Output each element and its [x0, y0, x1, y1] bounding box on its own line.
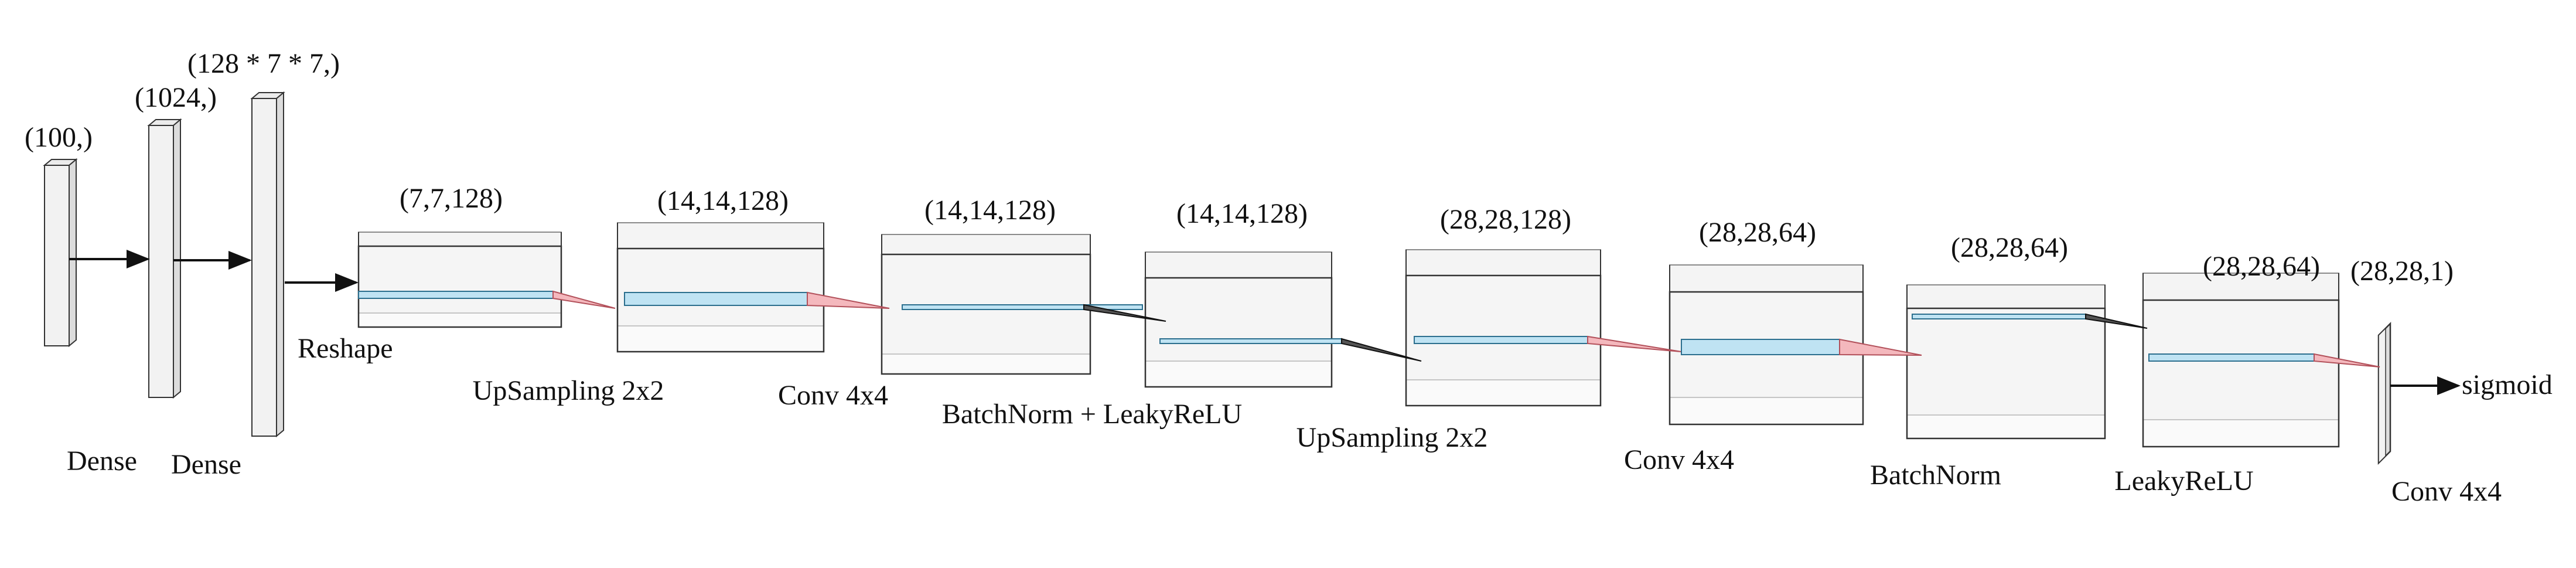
shape-label-conv2: (28,28,64) — [1699, 217, 1816, 248]
layer-input-vector — [43, 158, 78, 348]
operation-label-relu2: Conv 4x4 — [2391, 476, 2502, 507]
feature-strip-6 — [1681, 338, 1922, 356]
shape-label-bn1: (14,14,128) — [1176, 198, 1308, 229]
layer-relu2-box — [2142, 273, 2340, 448]
layer-bn2-box — [1906, 284, 2106, 440]
layer-output-slab — [2377, 321, 2391, 465]
operation-label-reshape: UpSampling 2x2 — [473, 375, 664, 406]
shape-label-output: (28,28,1) — [2350, 256, 2454, 287]
operation-label-conv2: BatchNorm — [1870, 460, 2001, 491]
operation-label-up1: Conv 4x4 — [778, 380, 888, 411]
shape-label-up2: (28,28,128) — [1440, 204, 1571, 235]
layer-conv2-box — [1669, 264, 1864, 426]
operation-label-bn2: LeakyReLU — [2114, 465, 2253, 496]
operation-label-output: sigmoid — [2462, 369, 2553, 400]
layer-up2-box — [1405, 249, 1602, 407]
feature-strip-1 — [358, 290, 616, 309]
feature-strip-3 — [902, 304, 1166, 322]
shape-label-reshape: (7,7,128) — [400, 183, 503, 214]
layer-up1-box — [616, 222, 825, 353]
shape-label-up1: (14,14,128) — [657, 185, 789, 216]
layer-conv1-box — [881, 234, 1091, 375]
layer-dense2-vector — [250, 91, 285, 438]
operation-label-conv1: BatchNorm + LeakyReLU — [942, 399, 1242, 430]
feature-strip-7 — [1912, 313, 2148, 329]
layer-bn1-box — [1144, 251, 1333, 388]
operation-label-dense1: Dense — [171, 449, 241, 480]
feature-strip-5 — [1414, 335, 1682, 352]
operation-label-dense2: Reshape — [298, 333, 393, 364]
shape-label-bn2: (28,28,64) — [1951, 232, 2068, 263]
layer-dense1-vector — [147, 118, 182, 399]
feature-strip-2 — [624, 291, 890, 309]
operation-label-input: Dense — [67, 445, 137, 477]
shape-label-relu2: (28,28,64) — [2203, 251, 2320, 282]
shape-label-input: (100,) — [25, 122, 93, 153]
feature-strip-4 — [1159, 338, 1422, 362]
operation-label-bn1: UpSampling 2x2 — [1296, 422, 1488, 453]
layer-reshape-box — [357, 232, 562, 328]
shape-label-dense2: (128 * 7 * 7,) — [187, 48, 340, 79]
feature-strip-8 — [2148, 353, 2380, 368]
shape-label-dense1: (1024,) — [135, 82, 217, 113]
shape-label-conv1: (14,14,128) — [924, 195, 1056, 226]
operation-label-up2: Conv 4x4 — [1624, 444, 1734, 475]
